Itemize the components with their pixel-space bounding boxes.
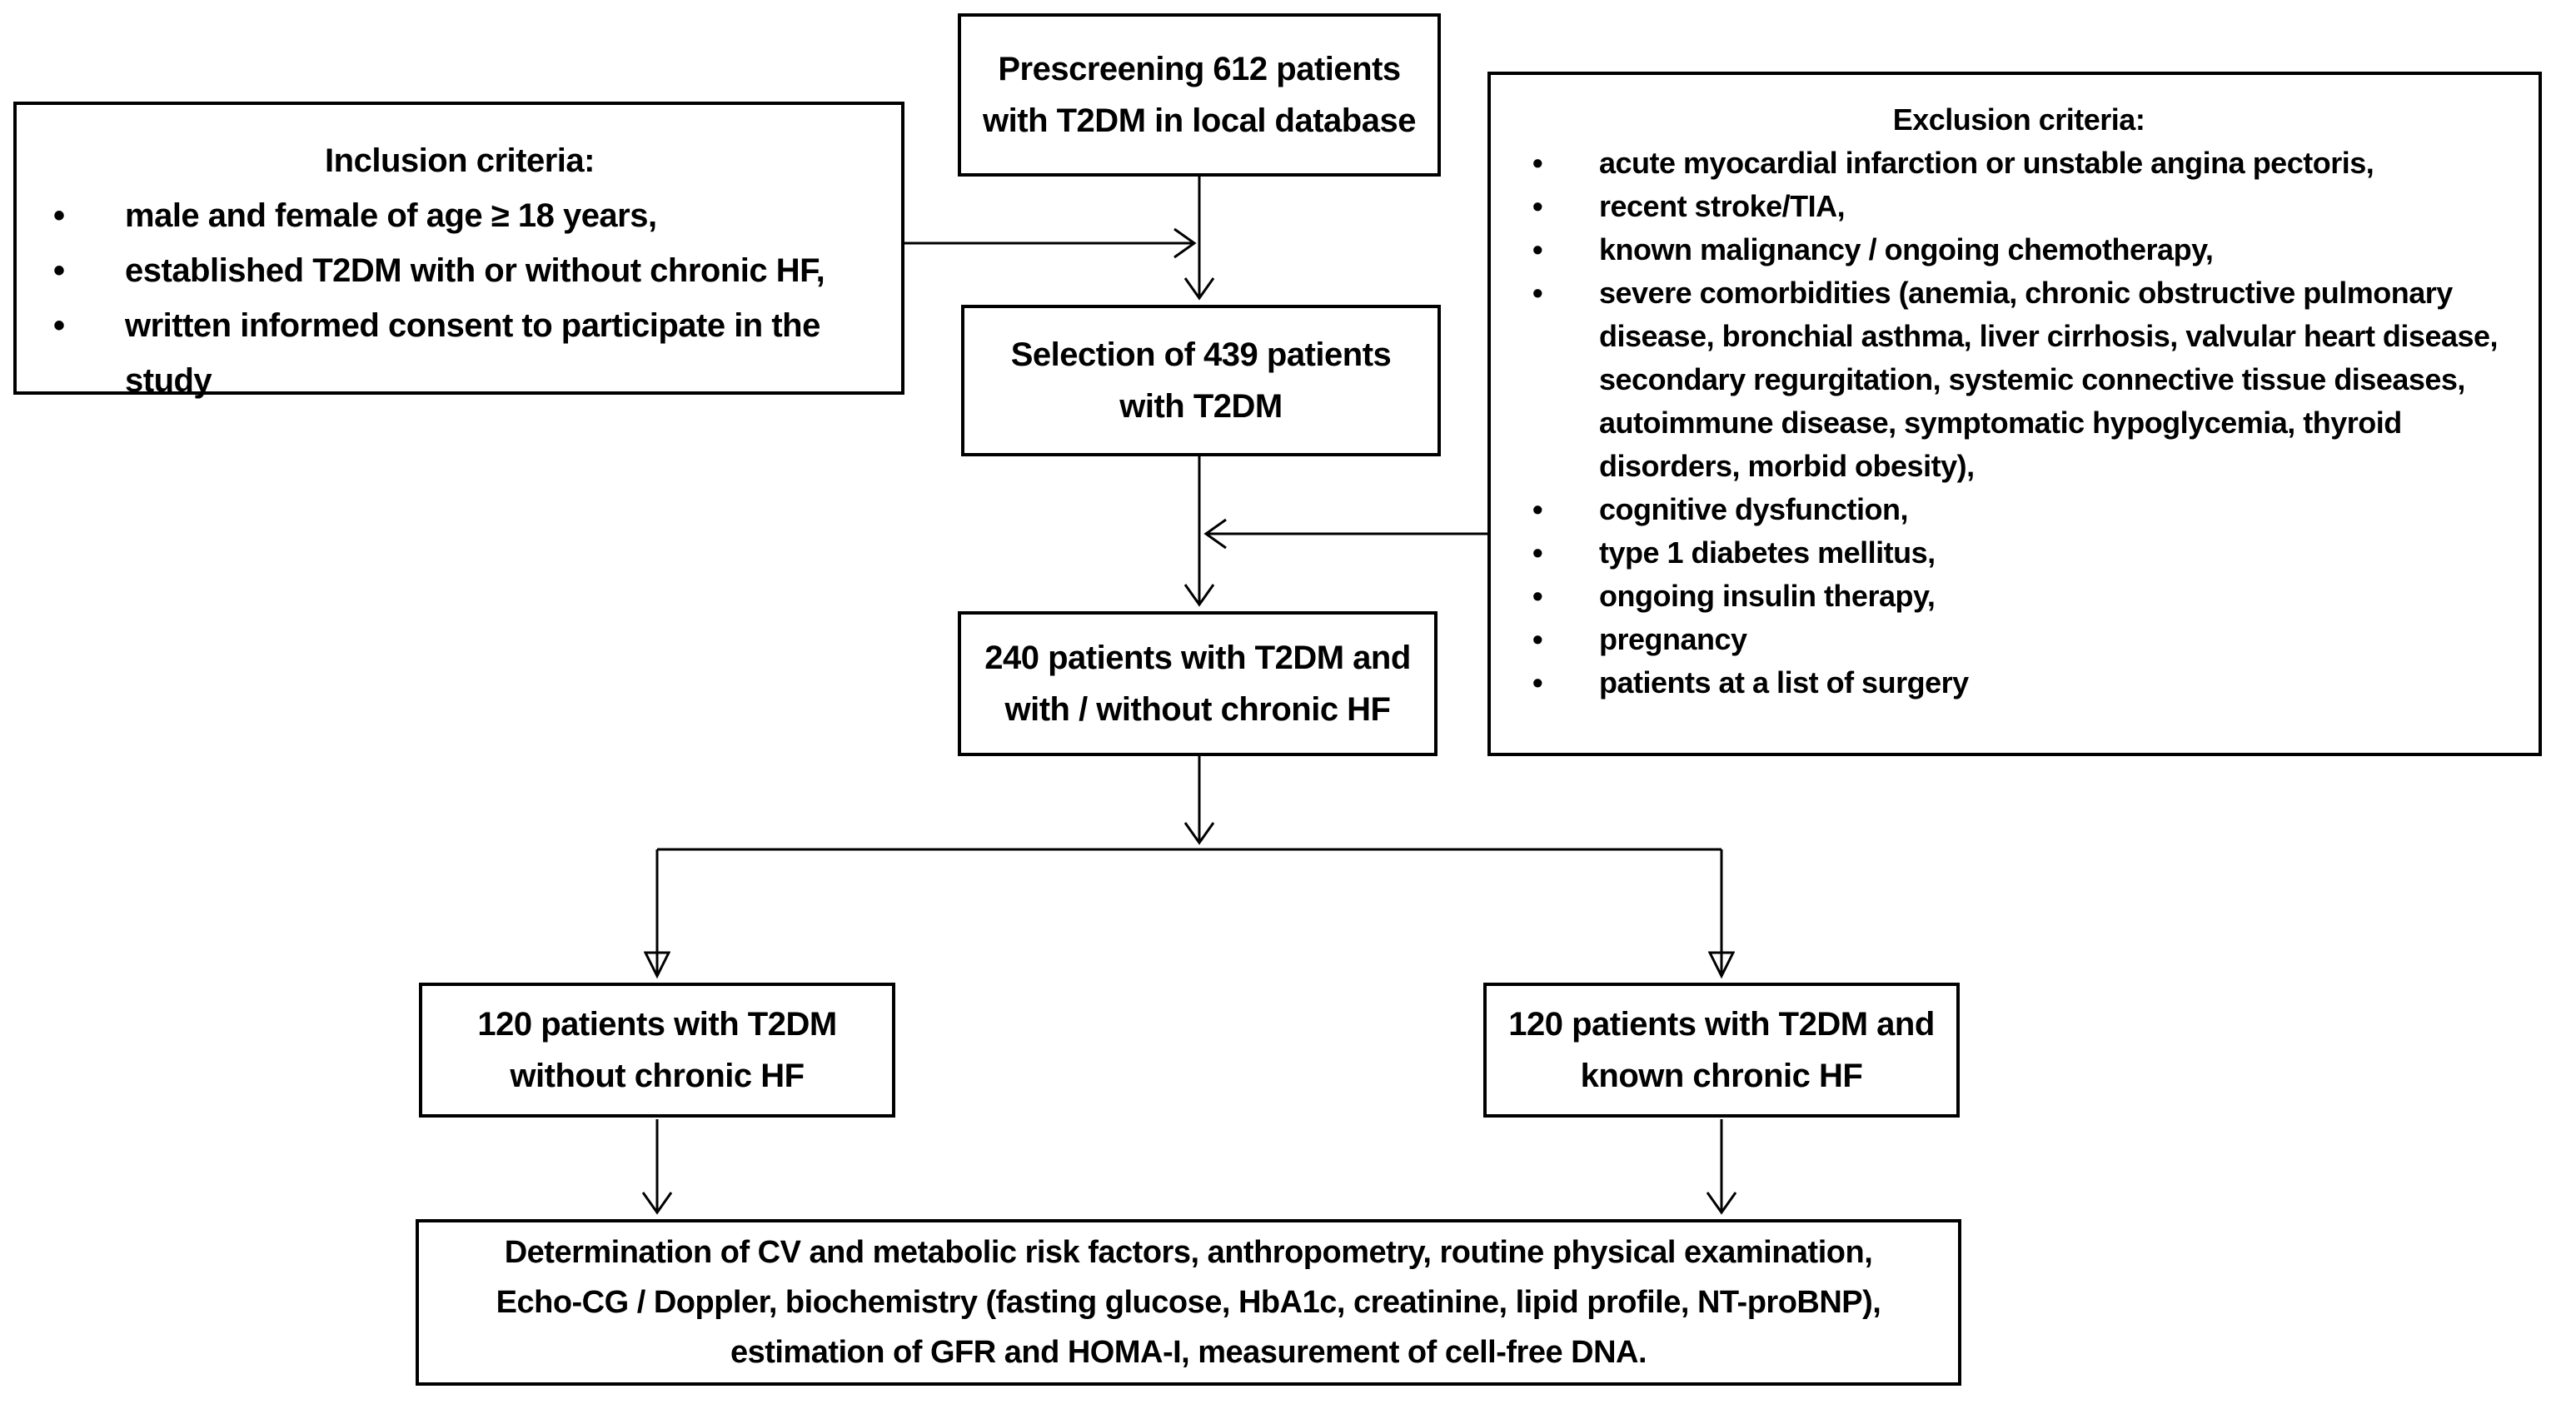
inclusion-item: • male and female of age ≥ 18 years, — [42, 188, 878, 243]
exclusion-criteria-box: Exclusion criteria: • acute myocardial i… — [1487, 72, 2542, 756]
exclusion-item-text: patients at a list of surgery — [1599, 665, 1969, 700]
cohort-240-box: 240 patients with T2DM and with / withou… — [958, 611, 1437, 756]
prescreening-line-1: Prescreening 612 patients — [998, 51, 1401, 87]
bullet-icon: • — [1532, 622, 1543, 656]
exclusion-item-text: recent stroke/TIA, — [1599, 189, 1846, 223]
bullet-icon: • — [53, 307, 65, 344]
bullet-icon: • — [1532, 276, 1543, 310]
prescreening-box: Prescreening 612 patients with T2DM in l… — [958, 13, 1441, 177]
exclusion-item: • cognitive dysfunction, — [1524, 488, 2514, 531]
bullet-icon: • — [1532, 146, 1543, 180]
inclusion-item: • written informed consent to participat… — [42, 298, 878, 408]
bullet-icon: • — [1532, 189, 1543, 223]
assessments-box: Determination of CV and metabolic risk f… — [416, 1219, 1961, 1386]
exclusion-item: • pregnancy — [1524, 618, 2514, 661]
inclusion-criteria-box: Inclusion criteria: • male and female of… — [13, 102, 904, 399]
prescreening-line-2: with T2DM in local database — [983, 102, 1416, 139]
cohort-240-line-1: 240 patients with T2DM and — [984, 640, 1411, 676]
cohort-240-line-2: with / without chronic HF — [1004, 691, 1391, 728]
exclusion-item-text: severe comorbidities (anemia, chronic ob… — [1599, 276, 2499, 483]
inclusion-item-text: written informed consent to participate … — [125, 307, 820, 399]
inclusion-criteria-title: Inclusion criteria: — [325, 142, 595, 179]
exclusion-item: • type 1 diabetes mellitus, — [1524, 531, 2514, 575]
cohort-120-without-hf-box: 120 patients with T2DM without chronic H… — [419, 983, 895, 1118]
exclusion-criteria-title: Exclusion criteria: — [1892, 102, 2145, 137]
assessments-line-1: Determination of CV and metabolic risk f… — [504, 1235, 1873, 1270]
inclusion-item: • established T2DM with or without chron… — [42, 243, 878, 298]
bullet-icon: • — [1532, 535, 1543, 570]
inclusion-item-text: established T2DM with or without chronic… — [125, 252, 825, 289]
exclusion-item-text: ongoing insulin therapy, — [1599, 579, 1936, 613]
bullet-icon: • — [1532, 579, 1543, 613]
cohort-120-without-hf-line-2: without chronic HF — [510, 1058, 805, 1094]
selection-box: Selection of 439 patients with T2DM — [961, 305, 1441, 456]
bullet-icon: • — [53, 252, 65, 289]
exclusion-item-text: cognitive dysfunction, — [1599, 492, 1909, 526]
exclusion-item: • severe comorbidities (anemia, chronic … — [1524, 271, 2514, 488]
exclusion-item-text: type 1 diabetes mellitus, — [1599, 535, 1936, 570]
exclusion-item-text: acute myocardial infarction or unstable … — [1599, 146, 2374, 180]
selection-line-1: Selection of 439 patients — [1010, 336, 1392, 373]
exclusion-item-text: known malignancy / ongoing chemotherapy, — [1599, 232, 2214, 266]
exclusion-item: • recent stroke/TIA, — [1524, 185, 2514, 228]
bullet-icon: • — [1532, 232, 1543, 266]
inclusion-item-text: male and female of age ≥ 18 years, — [125, 197, 657, 234]
bullet-icon: • — [1532, 492, 1543, 526]
cohort-120-with-hf-line-2: known chronic HF — [1580, 1058, 1863, 1094]
exclusion-item: • acute myocardial infarction or unstabl… — [1524, 142, 2514, 185]
bullet-icon: • — [53, 197, 65, 234]
cohort-120-with-hf-box: 120 patients with T2DM and known chronic… — [1483, 983, 1960, 1118]
assessments-line-2: Echo-CG / Doppler, biochemistry (fasting… — [496, 1285, 1881, 1320]
bullet-icon: • — [1532, 665, 1543, 700]
selection-line-2: with T2DM — [1119, 388, 1283, 425]
exclusion-item: • ongoing insulin therapy, — [1524, 575, 2514, 618]
cohort-120-with-hf-line-1: 120 patients with T2DM and — [1508, 1006, 1935, 1043]
exclusion-item-text: pregnancy — [1599, 622, 1747, 656]
exclusion-item: • known malignancy / ongoing chemotherap… — [1524, 228, 2514, 271]
exclusion-item: • patients at a list of surgery — [1524, 661, 2514, 704]
cohort-120-without-hf-line-1: 120 patients with T2DM — [477, 1006, 837, 1043]
assessments-line-3: estimation of GFR and HOMA-I, measuremen… — [730, 1335, 1647, 1370]
